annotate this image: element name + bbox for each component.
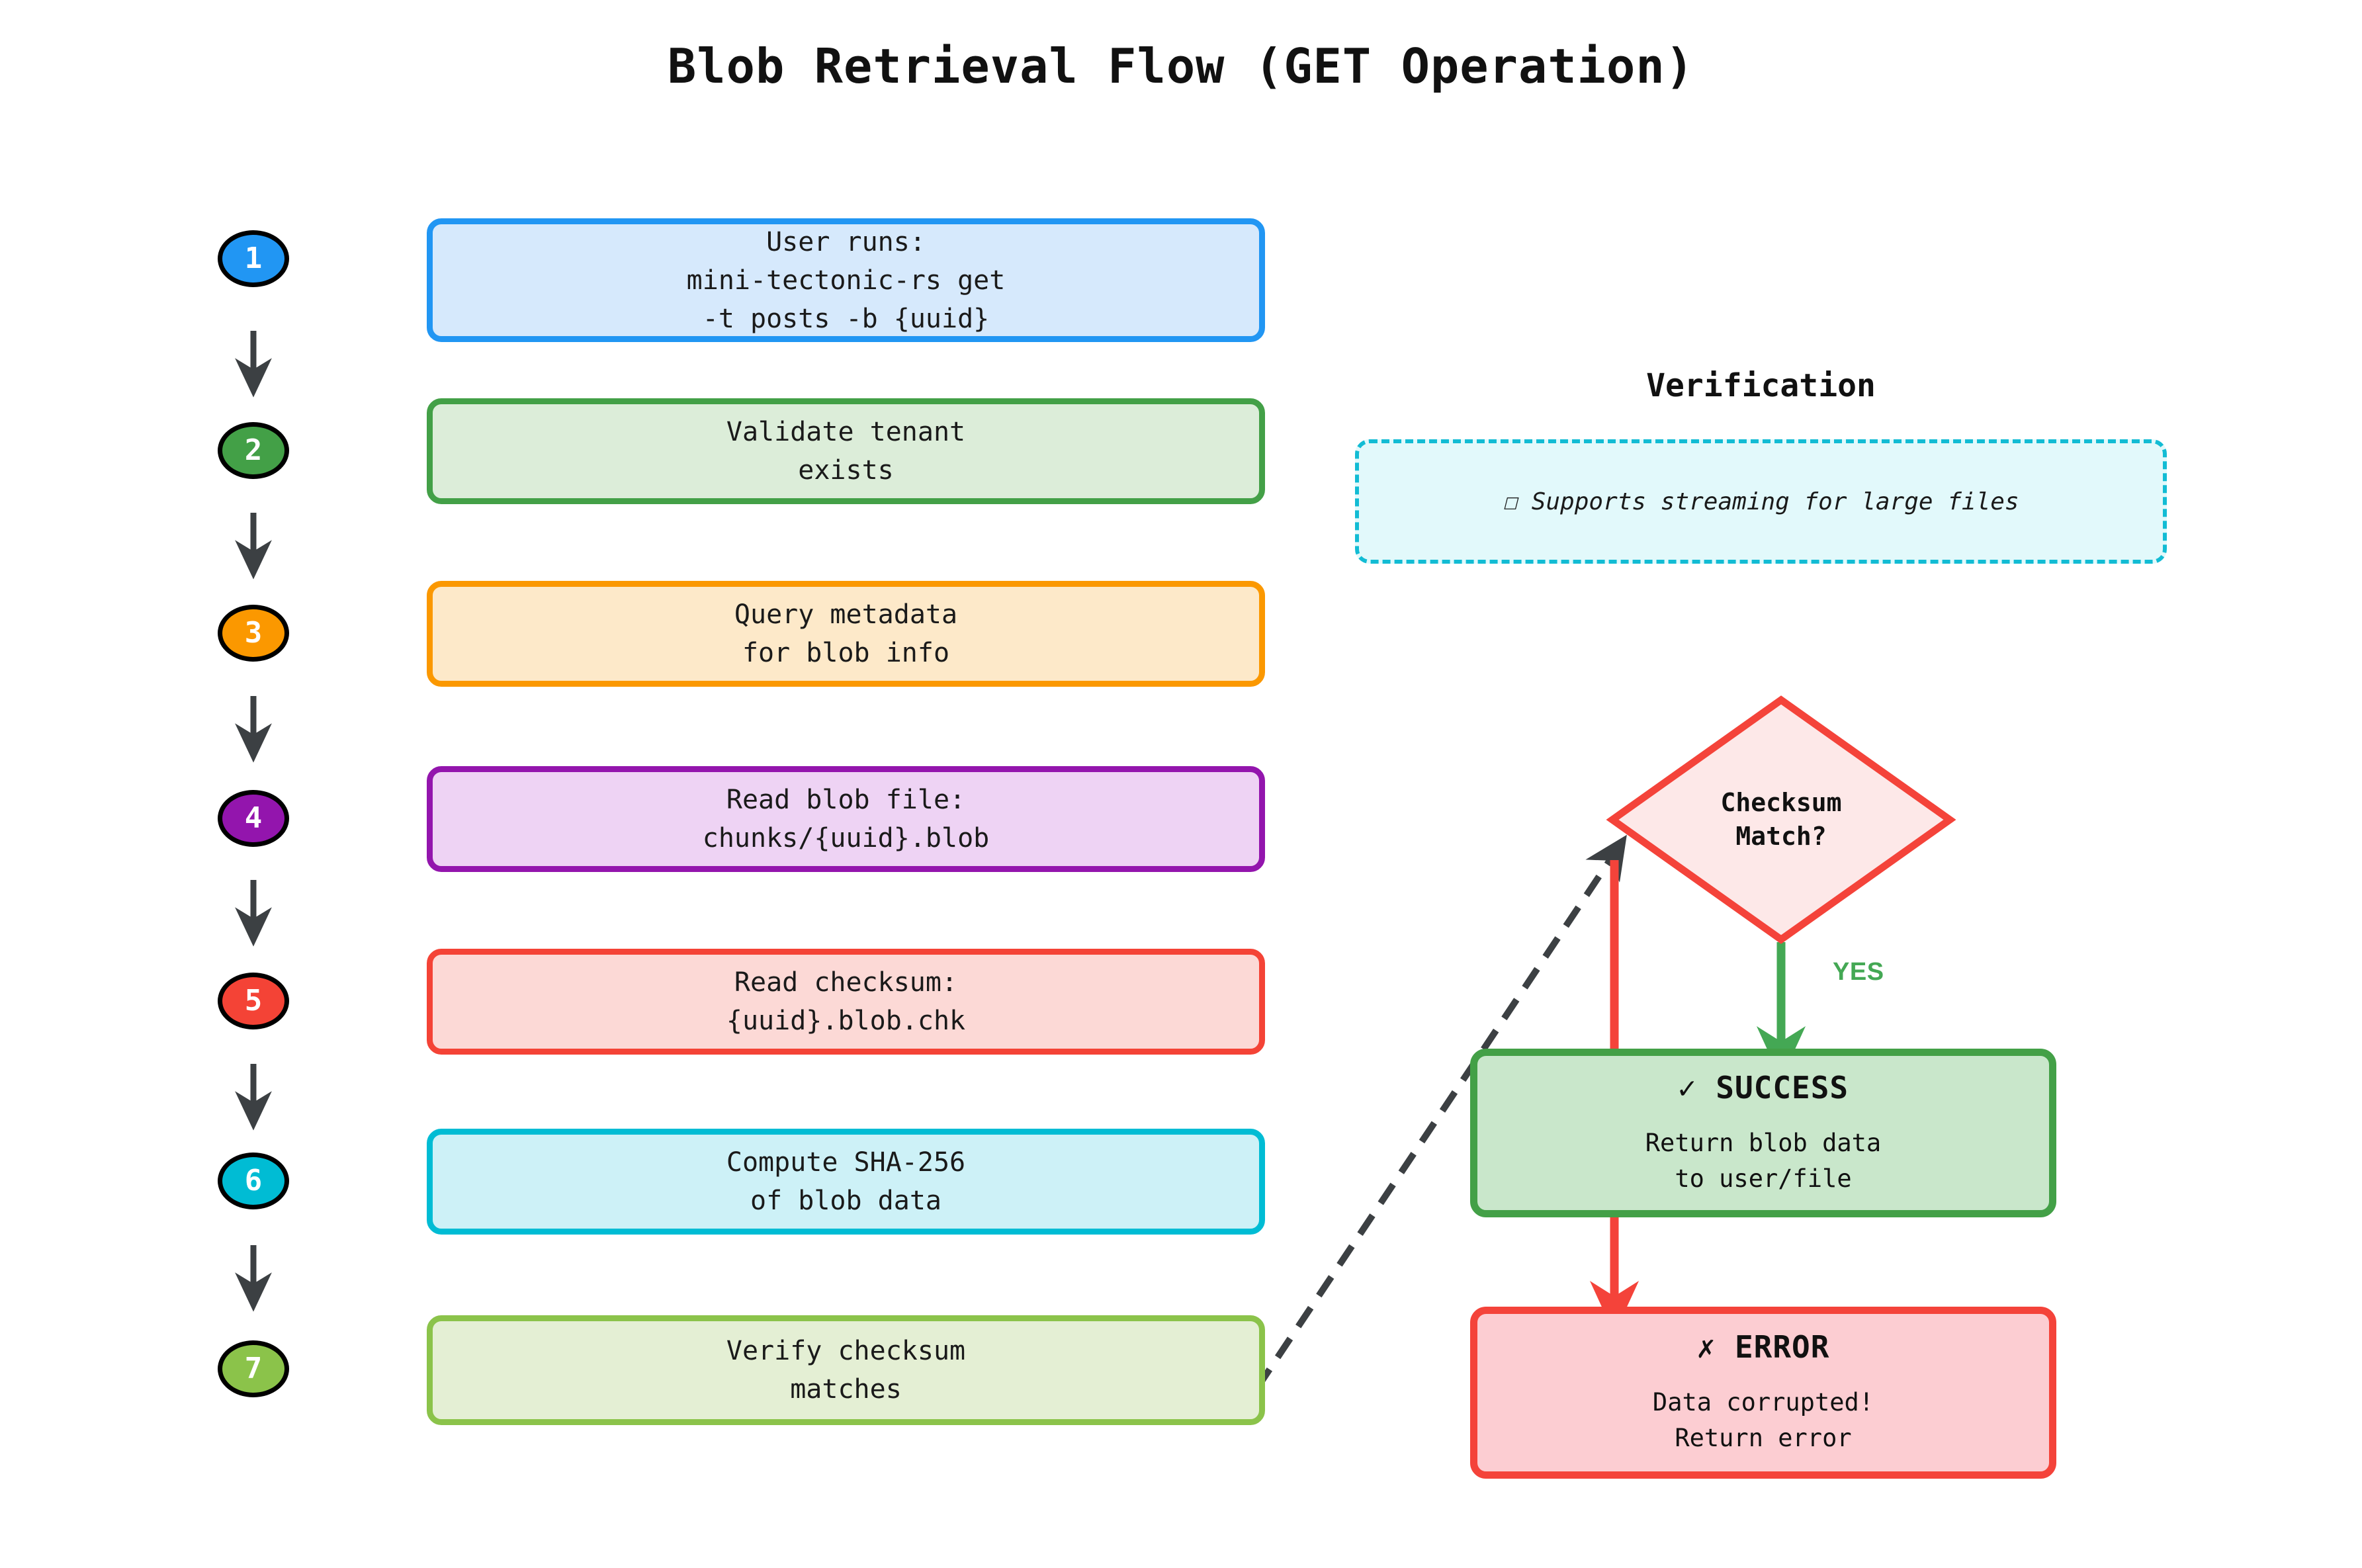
checksum-decision-diamond: Checksum Match? [1612,700,1950,939]
yes-branch-label: YES [1833,958,1884,986]
step-box-2: Validate tenant exists [427,398,1265,504]
page-title: Blob Retrieval Flow (GET Operation) [667,38,1695,94]
streaming-note-text: ☐ Supports streaming for large files [1503,488,2019,515]
step-badge-7: 7 [218,1340,289,1397]
step-box-3: Query metadata for blob info [427,581,1265,687]
step-number: 3 [244,616,263,650]
step-box-text: Read checksum: {uuid}.blob.chk [726,967,966,1036]
step-box-6: Compute SHA-256 of blob data [427,1129,1265,1235]
step-number: 2 [244,433,263,467]
step-box-text: Validate tenant exists [726,417,966,486]
step-badge-6: 6 [218,1153,289,1209]
step-badge-3: 3 [218,605,289,662]
step-badge-1: 1 [218,230,289,287]
step-number: 5 [244,984,263,1018]
step-box-text: Read blob file: chunks/{uuid}.blob [702,785,990,853]
step-box-7: Verify checksum matches [427,1315,1265,1425]
step-badge-2: 2 [218,422,289,479]
step-box-text: Verify checksum matches [726,1336,966,1405]
success-title: ✓ SUCCESS [1677,1069,1849,1106]
step-number: 7 [244,1352,263,1385]
step-box-text: Compute SHA-256 of blob data [726,1147,966,1216]
step-number: 6 [244,1164,263,1198]
step-box-4: Read blob file: chunks/{uuid}.blob [427,766,1265,872]
error-box: ✗ ERROR Data corrupted! Return error [1470,1307,2056,1479]
verification-heading: Verification [1646,367,1876,404]
step-box-text: User runs: mini-tectonic-rs get -t posts… [686,226,1006,334]
step-number: 1 [244,241,263,275]
step-badge-4: 4 [218,790,289,847]
decision-label: Checksum Match? [1720,787,1842,851]
success-body: Return blob data to user/file [1645,1128,1882,1193]
step-box-5: Read checksum: {uuid}.blob.chk [427,949,1265,1055]
step-number: 4 [244,801,263,835]
step-box-1: User runs: mini-tectonic-rs get -t posts… [427,218,1265,342]
success-box: ✓ SUCCESS Return blob data to user/file [1470,1049,2056,1217]
error-title: ✗ ERROR [1696,1329,1830,1366]
streaming-note: ☐ Supports streaming for large files [1355,439,2167,564]
step-badge-5: 5 [218,973,289,1029]
step-box-text: Query metadata for blob info [734,599,958,668]
error-body: Data corrupted! Return error [1652,1388,1874,1452]
